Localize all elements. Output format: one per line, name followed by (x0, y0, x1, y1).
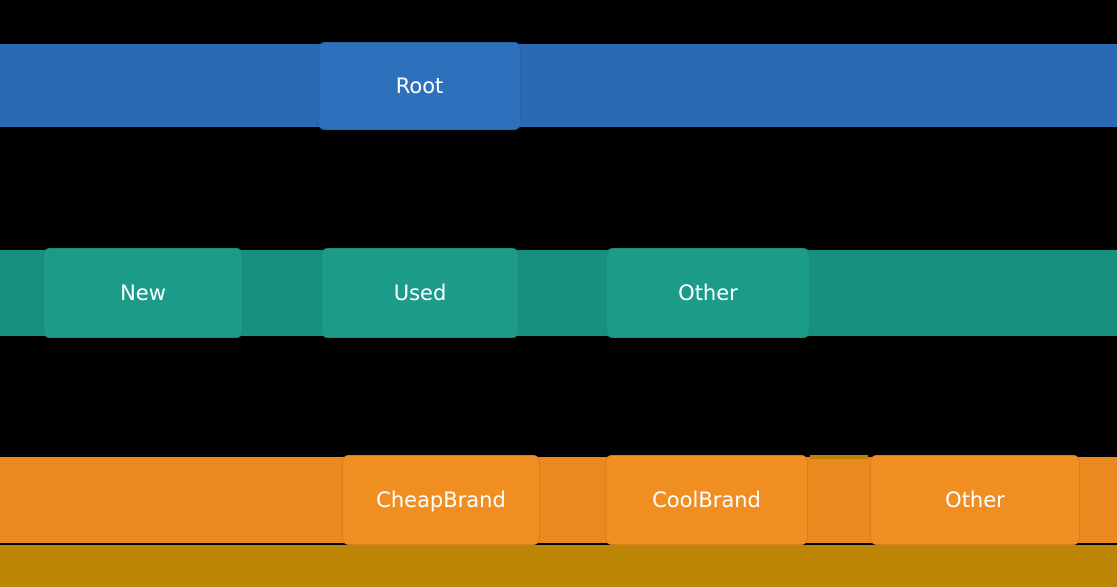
root-level-bar (0, 44, 1117, 127)
node-label: Other (945, 487, 1005, 512)
node-label: Root (395, 73, 444, 98)
node-brand-level-other[interactable]: Other (870, 455, 1080, 545)
node-label: Used (393, 280, 447, 305)
node-root-level-root[interactable]: Root (318, 42, 521, 130)
footer-bar (0, 545, 1117, 587)
node-brand-level-coolbrand[interactable]: CoolBrand (605, 455, 808, 545)
node-condition-level-used[interactable]: Used (321, 248, 519, 338)
gap-gold-accent (810, 455, 868, 459)
node-label: CoolBrand (652, 487, 761, 512)
node-condition-level-new[interactable]: New (43, 248, 243, 338)
node-label: CheapBrand (376, 487, 506, 512)
node-brand-level-cheapbrand[interactable]: CheapBrand (342, 455, 540, 545)
node-condition-level-other[interactable]: Other (606, 248, 810, 338)
node-label: Other (678, 280, 738, 305)
node-label: New (120, 280, 166, 305)
